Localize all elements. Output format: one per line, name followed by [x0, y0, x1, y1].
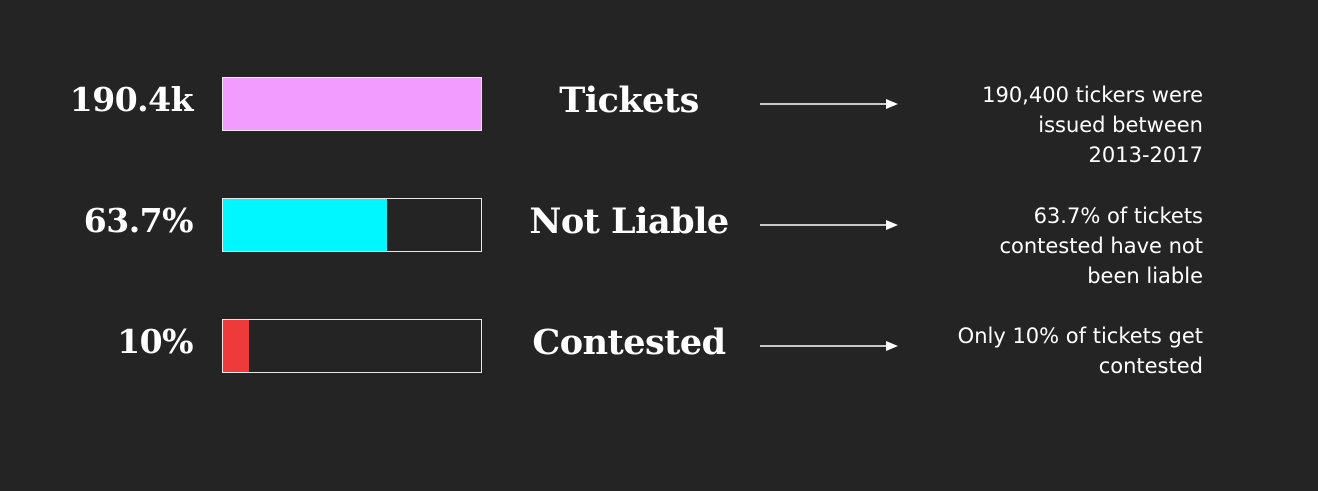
annotation-line: been liable	[1087, 264, 1203, 288]
chart-row: 190.4k Tickets 190,400 tickers were issued …	[0, 0, 1318, 167]
bar-track	[222, 198, 482, 252]
annotation-line: contested have not	[999, 234, 1203, 258]
annotation-line: 63.7% of tickets	[1033, 204, 1203, 228]
category-label: Tickets	[559, 80, 699, 121]
annotation-note: 190,400 tickers were issued between 2013-2…	[903, 80, 1203, 170]
annotation-line: issued between	[1038, 113, 1203, 137]
arrow-icon	[760, 220, 898, 230]
bar-track	[222, 77, 482, 131]
chart-row: 63.7% Not Liable 63.7% of tickets contested…	[0, 0, 1318, 288]
annotation-line: 190,400 tickers were	[982, 83, 1203, 107]
annotation-line: 2013-2017	[1088, 143, 1203, 167]
category-label: Contested	[532, 322, 726, 363]
bar-fill	[223, 199, 387, 251]
annotation-note: Only 10% of tickets get contested	[903, 321, 1203, 381]
value-label: 10%	[117, 322, 193, 361]
arrow-icon	[760, 99, 898, 109]
value-label: 190.4k	[69, 80, 194, 119]
value-label: 63.7%	[83, 201, 194, 240]
annotation-line: Only 10% of tickets get	[957, 324, 1203, 348]
annotation-line: contested	[1098, 354, 1203, 378]
bar-fill	[223, 320, 249, 372]
category-label: Not Liable	[529, 201, 729, 242]
bar-fill	[223, 78, 481, 130]
bar-track	[222, 319, 482, 373]
chart-row: 10% Contested Only 10% of tickets get conte…	[0, 0, 1318, 378]
arrow-icon	[760, 341, 898, 351]
annotation-note: 63.7% of tickets contested have not been l…	[903, 201, 1203, 291]
